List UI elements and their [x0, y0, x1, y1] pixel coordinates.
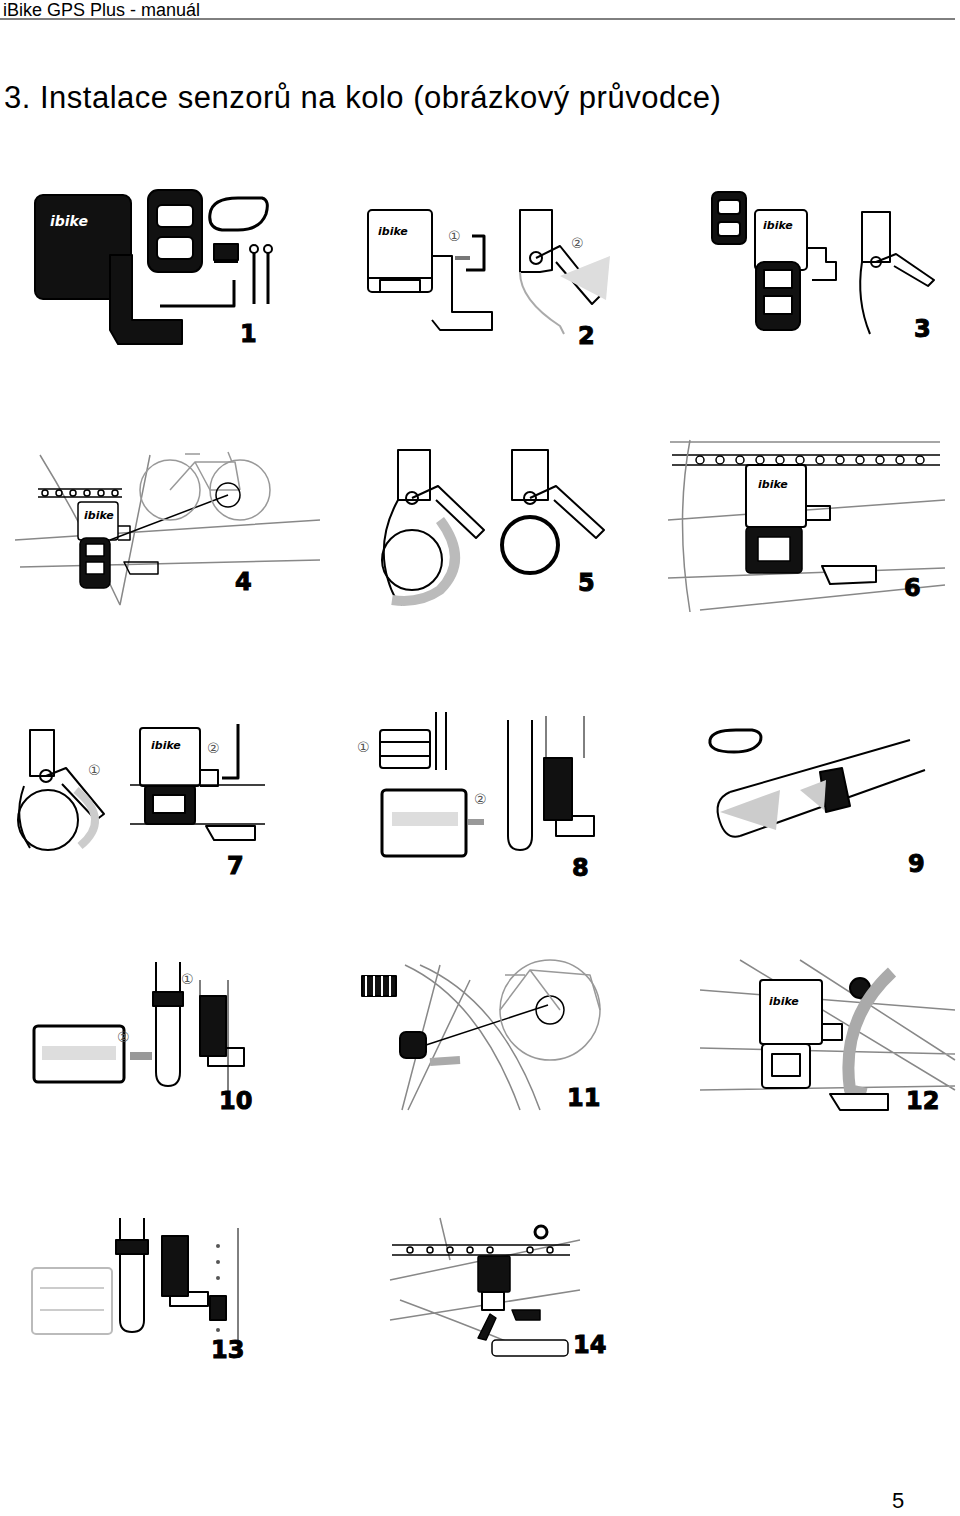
panel-9-crank — [710, 730, 925, 837]
panel-6-mounted — [668, 440, 945, 612]
panel-14-final — [390, 1218, 580, 1356]
panel-1-parts — [35, 190, 272, 344]
step-number: 9 — [908, 852, 925, 876]
step-marker: ② — [117, 1030, 130, 1044]
step-marker: ② — [474, 792, 487, 806]
step-number: 2 — [578, 324, 595, 348]
panel-3-pad — [712, 192, 934, 334]
step-marker: ① — [448, 229, 461, 243]
step-number: 11 — [567, 1086, 600, 1110]
step-number: 14 — [573, 1333, 606, 1357]
panel-11-spoke-magnet — [362, 960, 600, 1110]
step-number: 10 — [219, 1089, 252, 1113]
step-marker: ② — [207, 741, 220, 755]
header-text: iBike GPS Plus - manuál — [3, 1, 200, 19]
logo-text: ibike — [84, 510, 114, 521]
step-number: 7 — [227, 854, 244, 878]
step-number: 6 — [904, 576, 921, 600]
panel-2-attach — [368, 210, 610, 334]
step-number: 5 — [578, 571, 595, 595]
panel-12-adjust — [700, 960, 955, 1110]
panel-7-sensor-on-bracket — [18, 724, 265, 850]
step-number: 8 — [572, 856, 589, 880]
step-marker: ② — [571, 236, 584, 250]
step-number: 3 — [914, 317, 931, 341]
step-marker: ① — [357, 740, 370, 754]
logo-text: ibike — [151, 740, 181, 751]
panel-8-spoke-magnet — [380, 712, 594, 856]
logo-text: ibike — [50, 214, 88, 228]
step-marker: ① — [181, 972, 194, 986]
panel-10-crank-magnet — [34, 962, 244, 1096]
panel-4-placement — [15, 452, 320, 605]
logo-text: ibike — [763, 220, 793, 231]
logo-text: ibike — [758, 479, 788, 490]
step-number: 4 — [235, 570, 252, 594]
page-title: 3. Instalace senzorů na kolo (obrázkový … — [4, 82, 721, 113]
panel-13-check-gap — [32, 1218, 238, 1340]
panel-5-clamp — [382, 450, 604, 605]
logo-text: ibike — [769, 996, 799, 1007]
step-number: 12 — [906, 1089, 939, 1113]
logo-text: ibike — [378, 226, 408, 237]
step-marker: ① — [88, 763, 101, 777]
step-number: 13 — [211, 1338, 244, 1362]
step-number: 1 — [240, 322, 257, 346]
page-number: 5 — [892, 1490, 904, 1512]
